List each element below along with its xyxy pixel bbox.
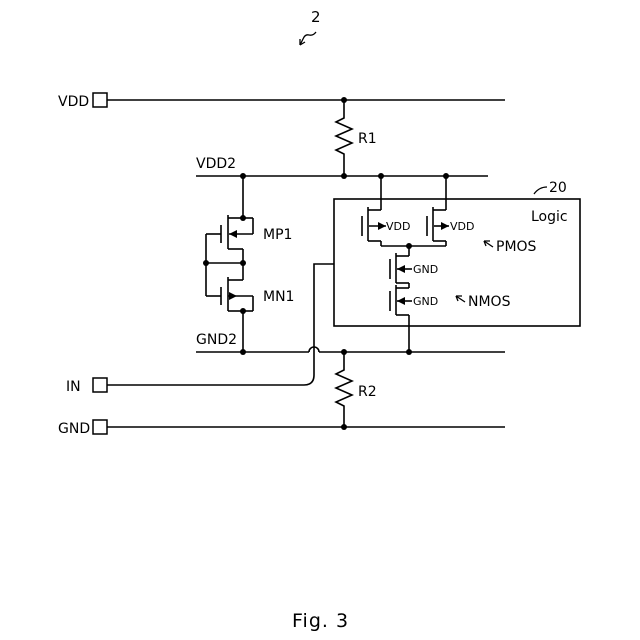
logic-block-title: Logic [531, 209, 568, 225]
figure-caption: Fig. 3 [292, 610, 349, 632]
figure-ref-number: 2 [311, 8, 321, 26]
mp1-source-dot [240, 215, 246, 221]
logic-nmos-1-body-label: GND [413, 263, 438, 276]
logic-block-ref-leader [534, 187, 547, 194]
logic-nmos-2-body-label: GND [413, 295, 438, 308]
resistor-r2 [336, 352, 352, 427]
in-signal-wire [107, 264, 334, 385]
mn1-source-dot [240, 308, 246, 314]
vdd-terminal-label: VDD [58, 94, 89, 110]
logic-nmos-1 [390, 253, 412, 283]
mn1-label: MN1 [263, 289, 294, 305]
gnd-pad [93, 420, 107, 434]
resistor-r1 [336, 100, 352, 176]
vdd-pad [93, 93, 107, 107]
logic-nmos-2 [390, 285, 412, 352]
mp1-label: MP1 [263, 227, 292, 243]
in-terminal-label: IN [66, 379, 81, 395]
in-pad [93, 378, 107, 392]
gnd-terminal-label: GND [58, 421, 90, 437]
vdd2-node-r1 [341, 173, 347, 179]
r2-label: R2 [358, 384, 377, 400]
gnd2-node-mn1 [240, 349, 246, 355]
nmos-group-label: NMOS [468, 294, 511, 310]
logic-block-ref: 20 [549, 180, 567, 196]
logic-pmos-2 [427, 176, 449, 246]
r1-label: R1 [358, 131, 377, 147]
logic-pmos-1 [362, 176, 386, 246]
pmos-group-label: PMOS [496, 239, 537, 255]
transistor-mp1 [206, 176, 253, 263]
logic-pmos-1-body-label: VDD [386, 220, 410, 233]
logic-pmos-2-body-label: VDD [450, 220, 474, 233]
gnd-node-dot [341, 424, 347, 430]
vdd2-rail-label: VDD2 [196, 156, 236, 172]
gnd2-rail-label: GND2 [196, 332, 237, 348]
